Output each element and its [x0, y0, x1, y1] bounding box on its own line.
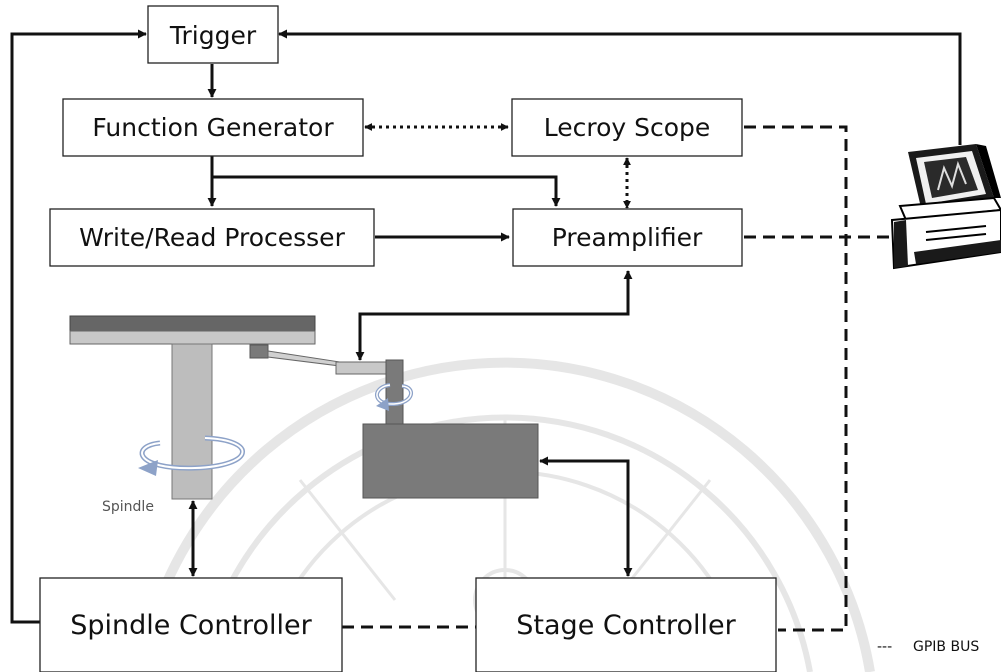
lecroy-scope-block: Lecroy Scope — [511, 98, 743, 157]
function-generator-block: Function Generator — [62, 98, 364, 157]
gpib-legend: --- GPIB BUS — [877, 639, 979, 655]
stage-to-controller-arrow — [539, 456, 633, 577]
connections — [10, 29, 962, 624]
spindle-label: Spindle — [102, 499, 154, 515]
function-generator-label: Function Generator — [92, 113, 334, 142]
disk-platter-top — [69, 315, 316, 332]
head-stage-assembly — [249, 344, 539, 499]
spindle-controller-to-trigger-arrow — [10, 29, 147, 624]
function-generator-to-preamplifier-arrow — [212, 175, 561, 207]
disk-platter-bottom — [69, 330, 316, 345]
spindle-shaft — [171, 343, 213, 500]
spindle-assembly: Spindle — [69, 315, 316, 515]
spindle-controller-block: Spindle Controller — [39, 577, 343, 672]
legend-symbol: --- — [877, 639, 892, 655]
spindle-controller-label: Spindle Controller — [70, 610, 312, 641]
trigger-block: Trigger — [147, 5, 279, 64]
suspension-arm — [267, 350, 341, 367]
actuator-post — [385, 359, 404, 427]
positioning-stage — [362, 423, 539, 499]
write-read-processer-block: Write/Read Processer — [49, 208, 375, 267]
lecroy-scope-label: Lecroy Scope — [544, 113, 711, 142]
computer-icon — [890, 144, 1001, 270]
preamplifier-block: Preamplifier — [512, 208, 743, 267]
slider — [249, 344, 269, 359]
gpib-bus-lines — [342, 125, 895, 632]
stage-controller-block: Stage Controller — [475, 577, 777, 672]
head-arm-base — [335, 361, 387, 375]
legend-label: GPIB BUS — [913, 639, 979, 655]
preamplifier-to-head-arrow — [355, 270, 633, 361]
trigger-label: Trigger — [169, 21, 257, 50]
stage-controller-label: Stage Controller — [516, 610, 736, 641]
write-read-processer-label: Write/Read Processer — [79, 223, 345, 252]
scope-gpib-line — [744, 125, 848, 632]
preamplifier-label: Preamplifier — [552, 223, 703, 252]
dotted-connections — [364, 123, 631, 209]
computer-to-trigger-arrow — [278, 29, 962, 145]
